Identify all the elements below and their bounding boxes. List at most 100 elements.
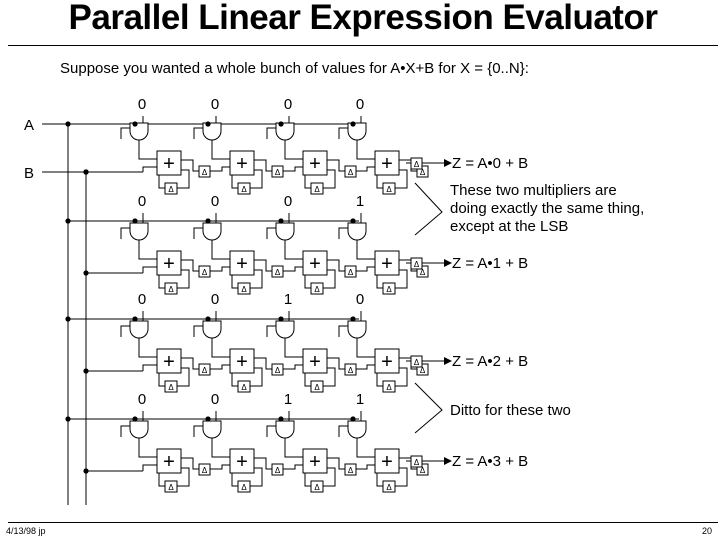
bit-value-label: 1 xyxy=(284,391,292,408)
delay-symbol: Δ xyxy=(314,383,320,392)
carry-out-wire xyxy=(177,169,190,189)
bit-value-label: 0 xyxy=(138,391,146,408)
b-into-adder xyxy=(142,166,157,172)
carry-out-wire xyxy=(250,467,263,487)
adder-plus-sign: + xyxy=(236,351,248,373)
junction-dot xyxy=(205,416,211,422)
delay-symbol: Δ xyxy=(202,366,208,375)
adder-plus-sign: + xyxy=(236,451,248,473)
adder-out-wire xyxy=(327,159,345,172)
stage-link-wire xyxy=(210,464,230,470)
gate-loop-wire xyxy=(338,127,348,139)
junction-dot xyxy=(205,218,211,224)
and-gate xyxy=(347,122,367,141)
and-output-wire xyxy=(211,240,230,260)
stage-link-wire xyxy=(210,166,230,172)
carry-out-wire xyxy=(395,367,408,387)
gate-loop-wire xyxy=(338,325,348,337)
carry-in-wire xyxy=(304,175,311,189)
delay-symbol: Δ xyxy=(420,366,426,375)
junction-dot xyxy=(65,316,71,322)
carry-in-wire xyxy=(376,373,383,387)
junction-dot xyxy=(205,121,211,127)
delay-symbol: Δ xyxy=(168,285,174,294)
adder-box xyxy=(156,348,182,374)
carry-out-wire xyxy=(395,169,408,189)
junction-dot xyxy=(278,316,284,322)
carry-out-wire xyxy=(323,367,336,387)
stage-link-wire xyxy=(283,464,303,470)
delay-symbol: Δ xyxy=(314,483,320,492)
and-output-wire xyxy=(138,240,157,260)
row-output-label: Z = A•3 + B xyxy=(452,453,528,470)
carry-in-wire xyxy=(231,473,238,487)
adder-box xyxy=(156,250,182,276)
delay-symbol: Δ xyxy=(386,483,392,492)
delay-symbol: Δ xyxy=(414,160,420,169)
delay-symbol: Δ xyxy=(348,168,354,177)
diagram-static xyxy=(42,116,444,505)
delay-symbol: Δ xyxy=(314,285,320,294)
delay-symbol: Δ xyxy=(241,483,247,492)
bit-value-label: 0 xyxy=(284,193,292,210)
output-arrowhead xyxy=(444,457,452,465)
and-gate xyxy=(129,122,149,141)
carry-in-wire xyxy=(158,373,165,387)
bit-value-label: 0 xyxy=(138,96,146,113)
carry-in-wire xyxy=(304,473,311,487)
delay-symbol: Δ xyxy=(386,383,392,392)
junction-dot xyxy=(350,121,356,127)
stage-link-wire xyxy=(356,166,375,172)
carry-in-wire xyxy=(231,175,238,189)
adder-out-wire xyxy=(254,457,272,470)
adder-plus-sign: + xyxy=(309,451,321,473)
stage-link-wire xyxy=(210,364,230,370)
gate-loop-wire xyxy=(120,425,130,437)
delay-symbol: Δ xyxy=(386,285,392,294)
delay-symbol: Δ xyxy=(414,458,420,467)
carry-in-wire xyxy=(304,373,311,387)
output-arrowhead xyxy=(444,357,452,365)
junction-dot xyxy=(205,316,211,322)
title-rule xyxy=(8,45,718,46)
and-output-wire xyxy=(211,338,230,358)
adder-box xyxy=(156,448,182,474)
adder-plus-sign: + xyxy=(381,153,393,175)
carry-in-wire xyxy=(231,275,238,289)
delay-symbol: Δ xyxy=(168,185,174,194)
adder-out-wire xyxy=(254,357,272,370)
gate-loop-wire xyxy=(193,325,203,337)
and-output-wire xyxy=(356,438,375,458)
bit-value-label: 1 xyxy=(356,193,364,210)
junction-dot xyxy=(83,468,89,474)
gate-loop-wire xyxy=(193,127,203,139)
delay-symbol: Δ xyxy=(414,358,420,367)
bit-value-label: 0 xyxy=(211,193,219,210)
adder-plus-sign: + xyxy=(381,351,393,373)
adder-plus-sign: + xyxy=(163,253,175,275)
adder-out-wire xyxy=(181,457,199,470)
gate-loop-wire xyxy=(266,227,276,239)
adder-box xyxy=(302,448,328,474)
footer-date: 4/13/98 jp xyxy=(6,526,46,536)
gate-loop-wire xyxy=(193,227,203,239)
and-gate xyxy=(347,420,367,439)
adder-out-wire xyxy=(327,259,345,272)
gate-loop-wire xyxy=(193,425,203,437)
junction-dot xyxy=(132,416,138,422)
and-output-wire xyxy=(284,140,303,160)
gate-loop-wire xyxy=(120,227,130,239)
junction-dot xyxy=(83,368,89,374)
carry-in-wire xyxy=(376,275,383,289)
adder-out-wire xyxy=(181,357,199,370)
carry-out-wire xyxy=(323,269,336,289)
carry-out-wire xyxy=(323,169,336,189)
adder-plus-sign: + xyxy=(236,253,248,275)
junction-dot xyxy=(65,416,71,422)
stage-link-wire xyxy=(210,266,230,272)
delay-symbol: Δ xyxy=(420,466,426,475)
annotation-text-line: Ditto for these two xyxy=(450,402,571,419)
adder-box xyxy=(302,348,328,374)
carry-in-wire xyxy=(231,373,238,387)
input-label-b: B xyxy=(24,165,34,182)
